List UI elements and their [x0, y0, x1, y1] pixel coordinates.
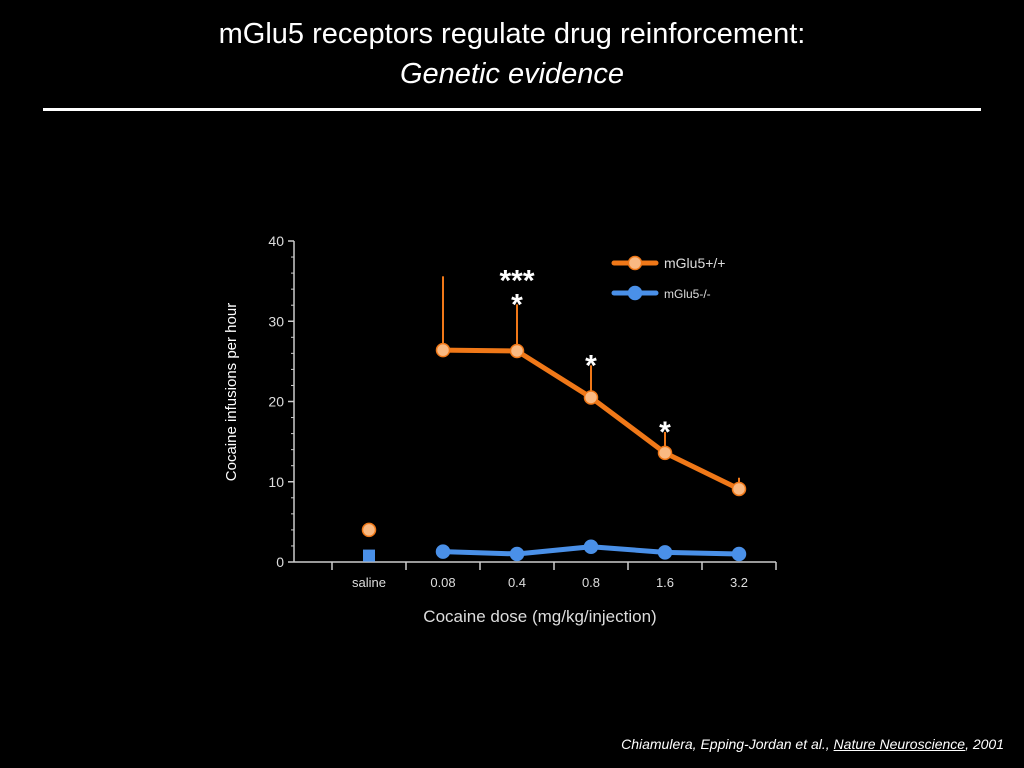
significance-marker: * [511, 288, 523, 321]
x-tick-label: 1.6 [656, 575, 674, 590]
knockout-point [509, 546, 525, 562]
wildtype-point [657, 445, 673, 461]
x-tick-label: 0.08 [430, 575, 455, 590]
x-tick-label: saline [352, 575, 386, 590]
slide-subtitle: Genetic evidence [399, 58, 625, 90]
knockout-point [435, 544, 451, 559]
wildtype-point [435, 342, 451, 358]
title-divider [43, 108, 981, 111]
plot-area: 0 10 20 30 40 saline 0.08 0.4 0.8 1.6 3.2 mGlu5+/+ m… [268, 233, 777, 590]
x-tick-label: 0.4 [508, 575, 526, 590]
knockout-point [583, 539, 599, 555]
significance-marker: * [659, 416, 671, 449]
x-axis-label: Cocaine dose (mg/kg/injection) [423, 607, 656, 626]
knockout-legend-label: mGlu5-/- [664, 287, 711, 301]
wildtype-point [509, 343, 525, 359]
knockout-point [657, 545, 673, 560]
citation-year: , 2001 [965, 736, 1004, 752]
y-tick-label: 30 [268, 313, 284, 329]
y-tick-label: 20 [268, 394, 284, 410]
y-tick-label: 10 [268, 474, 284, 490]
slide-title: mGlu5 receptors regulate drug reinforcem… [0, 14, 1024, 94]
knockout-saline-point [363, 549, 375, 562]
knockout-point [731, 546, 747, 562]
significance-marker: *** [499, 264, 534, 297]
citation-journal: Nature Neuroscience [833, 736, 966, 752]
wildtype-saline-point [361, 522, 377, 538]
x-tick-label: 0.8 [582, 575, 600, 590]
significance-marker: * [585, 349, 597, 382]
wildtype-point [583, 390, 599, 405]
citation-authors: Chiamulera, Epping-Jordan et al., [621, 736, 834, 752]
y-axis-label: Cocaine infusions per hour [223, 303, 240, 481]
y-tick-label: 0 [276, 554, 284, 570]
wildtype-legend-label: mGlu5+/+ [664, 255, 725, 271]
wildtype-legend-marker [627, 255, 643, 271]
slide-title-main: mGlu5 receptors regulate drug reinforcem… [218, 18, 806, 50]
knockout-legend-marker [627, 285, 643, 301]
wildtype-point [731, 481, 747, 497]
x-tick-label: 3.2 [730, 575, 748, 590]
citation: Chiamulera, Epping-Jordan et al., Nature… [621, 736, 1004, 752]
y-tick-label: 40 [268, 233, 284, 249]
